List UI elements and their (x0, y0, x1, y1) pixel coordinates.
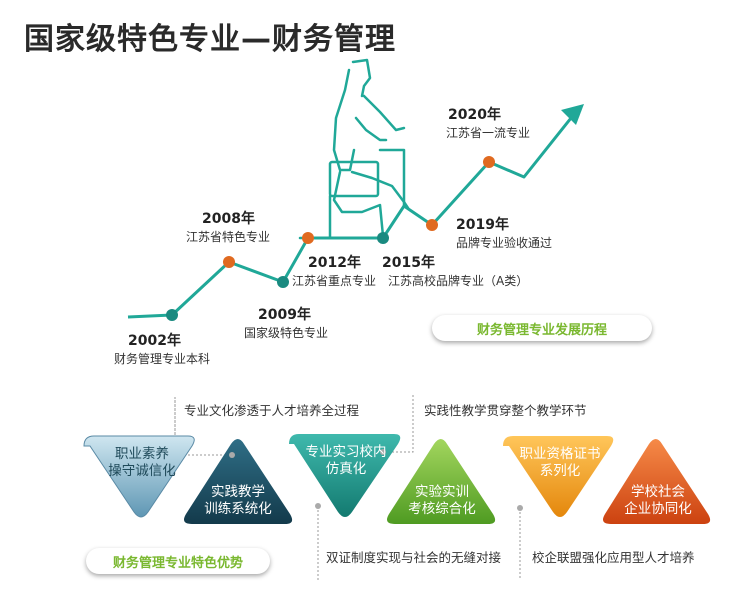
feature-connectors (174, 395, 521, 580)
climbing-figure (298, 58, 410, 240)
triangle-5 (503, 436, 614, 517)
triangle-4 (387, 439, 496, 524)
milestone-2002-desc: 财务管理专业本科 (114, 352, 211, 366)
milestone-2012-desc: 江苏省重点专业 (292, 274, 377, 288)
milestone-2019-desc: 品牌专业验收通过 (456, 236, 553, 250)
milestone-2020-year: 2020年 (448, 107, 501, 123)
note-bottom-left: 双证制度实现与社会的无缝对接 (326, 550, 502, 565)
milestone-2015-desc: 江苏高校品牌专业（A类） (388, 274, 529, 288)
dot-2012 (302, 232, 314, 244)
milestone-2009-desc: 国家级特色专业 (244, 326, 329, 340)
triangle-5-label: 职业资格证书系列化 (519, 446, 601, 479)
trend-arrow-head (561, 104, 584, 125)
note-bottom-right: 校企联盟强化应用型人才培养 (532, 550, 695, 565)
note-top-left: 专业文化渗透于人才培养全过程 (184, 403, 360, 418)
milestone-2015-year: 2015年 (382, 255, 435, 271)
milestone-2008-year: 2008年 (202, 211, 255, 227)
dot-2020 (483, 156, 495, 168)
milestone-2009-year: 2009年 (258, 307, 311, 323)
triangle-6 (603, 439, 711, 524)
dot-2019 (426, 219, 438, 231)
feature-triangles (83, 434, 711, 524)
history-pill: 财务管理专业发展历程 (432, 315, 652, 341)
triangle-6-label: 学校社会企业协同化 (624, 484, 692, 517)
milestone-2002-year: 2002年 (128, 333, 181, 349)
triangle-2-label: 实践教学训练系统化 (204, 484, 272, 517)
dot-2009 (277, 276, 289, 288)
triangle-3 (289, 434, 401, 517)
trend-line (127, 112, 577, 319)
triangle-3-label: 专业实习校内仿真化 (305, 444, 387, 477)
milestone-2020-desc: 江苏省一流专业 (446, 126, 531, 140)
milestone-2019-year: 2019年 (456, 217, 509, 233)
milestone-2012-year: 2012年 (308, 255, 361, 271)
dot-2008 (223, 256, 235, 268)
triangle-4-label: 实验实训考核综合化 (408, 484, 476, 517)
triangle-1 (83, 435, 195, 518)
dot-2002 (166, 309, 178, 321)
features-pill: 财务管理专业特色优势 (86, 548, 270, 574)
note-top-right: 实践性教学贯穿整个教学环节 (424, 403, 587, 418)
milestone-2008-desc: 江苏省特色专业 (186, 230, 271, 244)
page-title: 国家级特色专业—财务管理 (24, 22, 396, 57)
dot-2015 (377, 232, 389, 244)
triangle-1-label: 职业素养操守诚信化 (108, 446, 176, 479)
triangle-2 (184, 439, 293, 524)
milestone-dots (166, 156, 495, 321)
